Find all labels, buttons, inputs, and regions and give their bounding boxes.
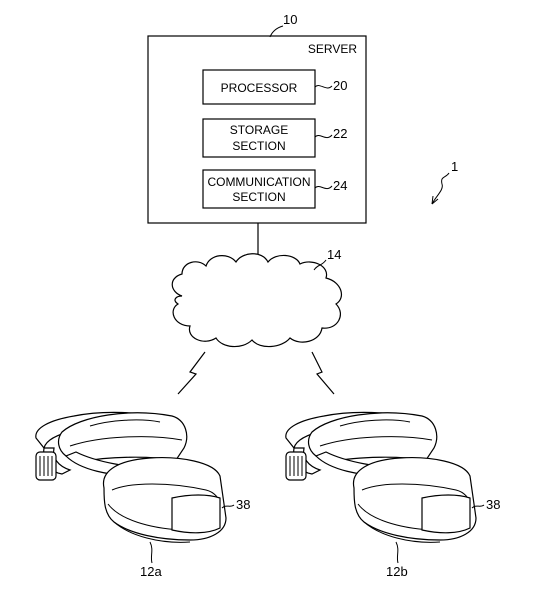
wireless-link-left-icon xyxy=(177,351,206,395)
headset-right-panel-ref: 38 xyxy=(486,497,500,512)
system-ref: 1 xyxy=(451,159,458,174)
communication-label-line1: COMMUNICATION xyxy=(207,175,310,189)
system-ref-group: 1 xyxy=(431,159,458,205)
communication-label-line2: SECTION xyxy=(232,190,285,204)
storage-ref: 22 xyxy=(333,126,347,141)
communication-box: COMMUNICATION SECTION 24 xyxy=(202,169,347,209)
headset-left-panel-ref: 38 xyxy=(236,497,250,512)
server-ref: 10 xyxy=(283,12,297,27)
storage-label-line2: SECTION xyxy=(232,139,285,153)
network-ref: 14 xyxy=(327,247,341,262)
processor-ref: 20 xyxy=(333,78,347,93)
system-ref-arrowhead xyxy=(431,195,439,205)
network-cloud: 14 xyxy=(171,247,343,348)
server-ref-leader xyxy=(269,25,284,38)
network-ref-leader xyxy=(313,259,327,271)
wireless-link-right-icon xyxy=(311,351,335,395)
headset-right: 38 12b xyxy=(285,411,500,579)
headset-left-ref: 12a xyxy=(140,564,162,579)
processor-box: PROCESSOR 20 xyxy=(202,69,347,105)
server-title: SERVER xyxy=(308,42,357,56)
system-ref-arrow xyxy=(431,172,450,205)
server-block: SERVER 10 PROCESSOR 20 STORAGE SECTION 2… xyxy=(147,12,367,224)
communication-ref-leader xyxy=(314,185,333,190)
headset-right-ref: 12b xyxy=(386,564,408,579)
storage-ref-leader xyxy=(314,134,333,139)
processor-label: PROCESSOR xyxy=(221,81,298,95)
processor-ref-leader xyxy=(314,85,333,89)
storage-box: STORAGE SECTION 22 xyxy=(202,118,347,158)
storage-label-line1: STORAGE xyxy=(230,123,288,137)
headset-left: 38 12a xyxy=(35,411,250,579)
communication-ref: 24 xyxy=(333,178,347,193)
